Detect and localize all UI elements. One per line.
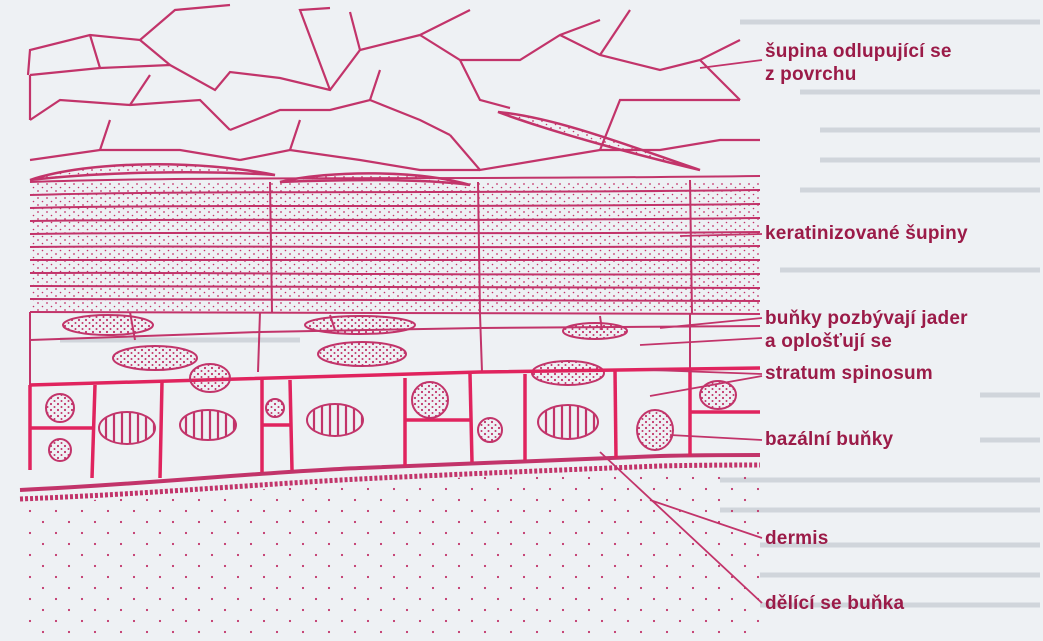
surface-scales — [28, 5, 760, 170]
label-losing-nuclei-line1: buňky pozbývají jader — [765, 307, 968, 330]
keratinized-layer — [30, 176, 760, 314]
label-dermis: dermis — [765, 527, 829, 550]
label-keratinized-scales: keratinizované šupiny — [765, 222, 968, 245]
label-losing-nuclei-line2: a oplošťují se — [765, 330, 968, 353]
lifting-scale — [30, 164, 275, 180]
label-stratum-spinosum: stratum spinosum — [765, 362, 933, 385]
label-losing-nuclei: buňky pozbývají jader a oplošťují se — [765, 307, 968, 353]
label-dividing-cell: dělící se buňka — [765, 592, 904, 615]
dividing-cell-chromosomes — [99, 404, 598, 444]
basal-nuclei — [46, 364, 736, 461]
label-basal-cells: bazální buňky — [765, 428, 893, 451]
label-scale-peeling-line1: šupina odlupující se — [765, 40, 952, 63]
label-scale-peeling: šupina odlupující se z povrchu — [765, 40, 952, 86]
label-scale-peeling-line2: z povrchu — [765, 63, 952, 86]
